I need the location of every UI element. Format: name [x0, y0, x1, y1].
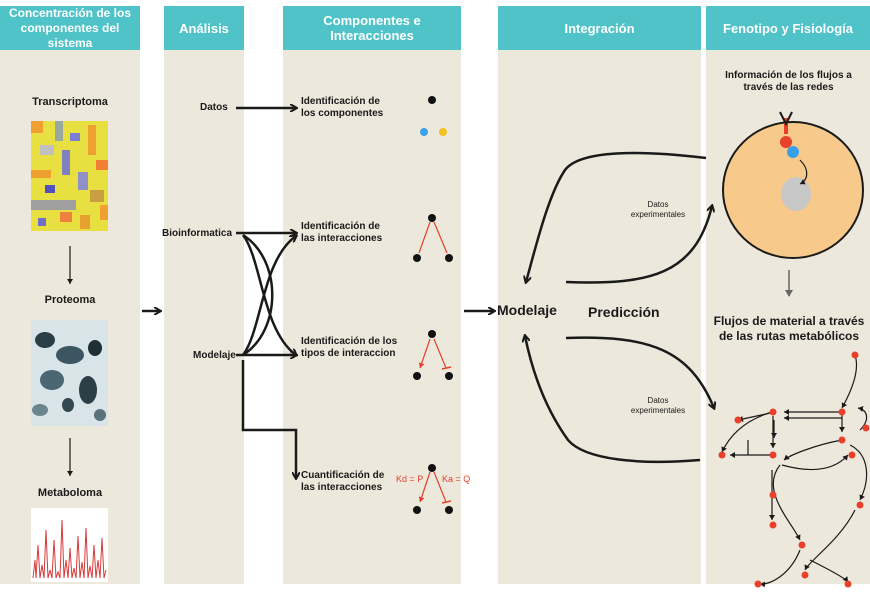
cell-diagram: [722, 111, 864, 259]
metaboloma-spectrum: [31, 508, 108, 582]
arrow-datos-experimentales-top: [526, 151, 707, 282]
integracion-modelaje: Modelaje: [497, 302, 557, 318]
header-fenotipo: Fenotipo y Fisiología: [706, 6, 870, 50]
metabolic-nodes: [718, 351, 870, 588]
metabolic-network: [721, 354, 868, 588]
identificacion-componentes: Identificación de los componentes: [301, 96, 384, 119]
header-integracion: Integración: [498, 6, 701, 50]
analisis-modelaje: Modelaje: [193, 350, 236, 361]
quantification-dots: [413, 464, 453, 514]
flujos-material: Flujos de material a través de las rutas…: [713, 314, 865, 343]
proteoma-label: Proteoma: [44, 294, 96, 306]
interaction-types-dots: [413, 330, 453, 380]
column-integracion: [498, 6, 701, 584]
arrow-prediccion-bottom: [565, 336, 714, 408]
datos-experimentales-top: Datos experimentales: [630, 200, 686, 219]
column-concentracion: [0, 6, 140, 584]
datos-experimentales-bottom: Datos experimentales: [630, 396, 686, 415]
proteoma-gel: [31, 320, 108, 426]
arrow-datos-experimentales-bottom: [525, 336, 701, 464]
identificacion-tipos: Identificación de los tipos de interacci…: [301, 336, 398, 359]
transcriptoma-heatmap: [31, 121, 108, 231]
analisis-bioinformatica: Bioinformatica: [162, 228, 233, 239]
arrow-prediccion-top: [565, 206, 712, 284]
informacion-flujos: Información de los flujos a través de la…: [725, 70, 852, 93]
column-analisis: [164, 6, 244, 584]
transcriptoma-label: Transcriptoma: [32, 96, 108, 108]
header-analisis: Análisis: [164, 6, 244, 50]
cuantificacion: Cuantificación de las interacciones: [301, 470, 385, 493]
prediccion-label: Predicción: [588, 304, 660, 320]
kd-label: Kd = P: [396, 474, 424, 484]
header-componentes: Componentes e Interacciones: [283, 6, 461, 50]
header-concentracion: Concentración de los componentes del sis…: [0, 6, 140, 50]
metaboloma-label: Metaboloma: [37, 487, 103, 499]
components-dots: [420, 96, 447, 136]
ka-label: Ka = Q: [442, 474, 471, 484]
arrow-cuantificacion: [241, 360, 296, 478]
analisis-datos: Datos: [200, 102, 228, 113]
identificacion-interacciones: Identificación de las interacciones: [301, 221, 383, 244]
interactions-dots: [413, 214, 453, 262]
cross-curve-left: [242, 233, 274, 357]
cross-curve-up: [241, 236, 296, 356]
